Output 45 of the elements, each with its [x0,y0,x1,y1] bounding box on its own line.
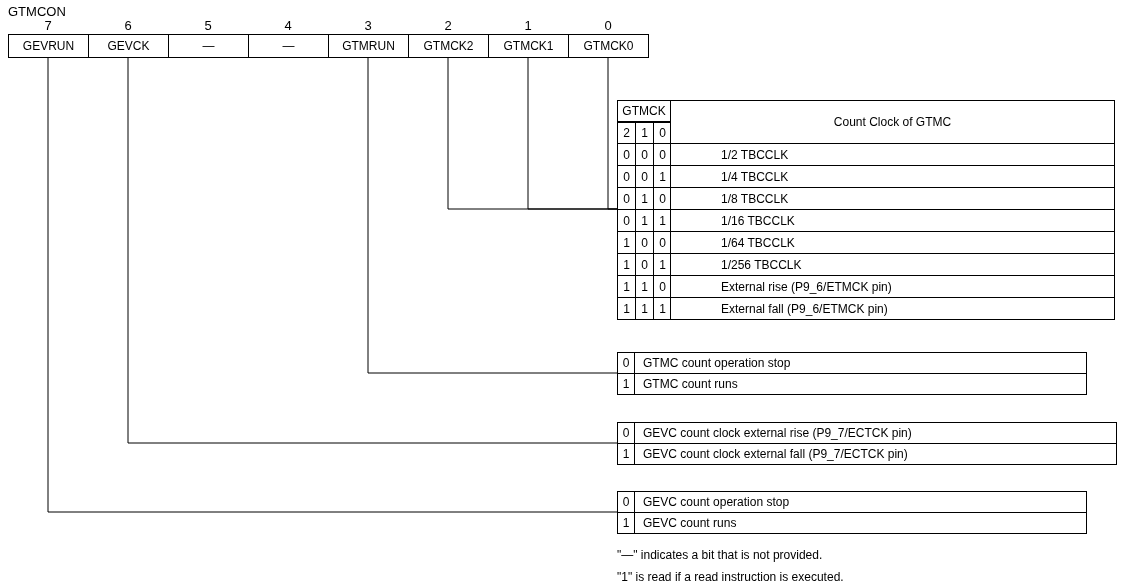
bit-number: 1 [523,18,533,33]
register-bit-field: GEVRUN [8,34,89,58]
table-cell: GEVC count operation stop [634,491,1087,513]
bit-number: 4 [283,18,293,33]
bit-number: 2 [443,18,453,33]
table-cell: 1/256 TBCCLK [670,253,1115,276]
table-cell: External rise (P9_6/ETMCK pin) [670,275,1115,298]
register-bit-field: GTMCK2 [408,34,489,58]
bit-number: 7 [43,18,53,33]
table-cell: 1/2 TBCCLK [670,143,1115,166]
table-cell: Count Clock of GTMC [670,100,1115,144]
table-cell: GEVC count clock external fall (P9_7/ECTCK pin) [634,443,1117,465]
register-bit-field: GEVCK [88,34,169,58]
table-cell: GTMC count operation stop [634,352,1087,374]
table-cell: 1 [617,512,635,534]
note: "—" indicates a bit that is not provided. [617,548,823,562]
table-cell: GTMCK [617,100,671,122]
table-cell: GTMC count runs [634,373,1087,395]
table-cell: 1/64 TBCCLK [670,231,1115,254]
bit-number: 0 [603,18,613,33]
table-cell: 0 [617,491,635,513]
leader-line [367,57,618,374]
register-bit-field: GTMCK0 [568,34,649,58]
register-bit-field: GTMRUN [328,34,409,58]
register-name: GTMCON [8,4,66,19]
table-cell: GEVC count clock external rise (P9_7/ECTCK pin) [634,422,1117,444]
register-bit-field: — [248,34,329,58]
table-cell: 0 [617,422,635,444]
table-cell: External fall (P9_6/ETMCK pin) [670,297,1115,320]
bit-number: 5 [203,18,213,33]
bit-number: 6 [123,18,133,33]
table-cell: 1/4 TBCCLK [670,165,1115,188]
bit-number: 3 [363,18,373,33]
table-cell: 1 [617,373,635,395]
note: "1" is read if a read instruction is executed. [617,570,844,584]
leader-line [607,57,618,210]
register-bit-field: — [168,34,249,58]
table-cell: 1 [617,443,635,465]
register-bit-field: GTMCK1 [488,34,569,58]
table-cell: 1/16 TBCCLK [670,209,1115,232]
table-cell: 0 [617,352,635,374]
leader-line [47,57,618,513]
table-cell: 1/8 TBCCLK [670,187,1115,210]
leader-line [127,57,618,444]
table-cell: GEVC count runs [634,512,1087,534]
